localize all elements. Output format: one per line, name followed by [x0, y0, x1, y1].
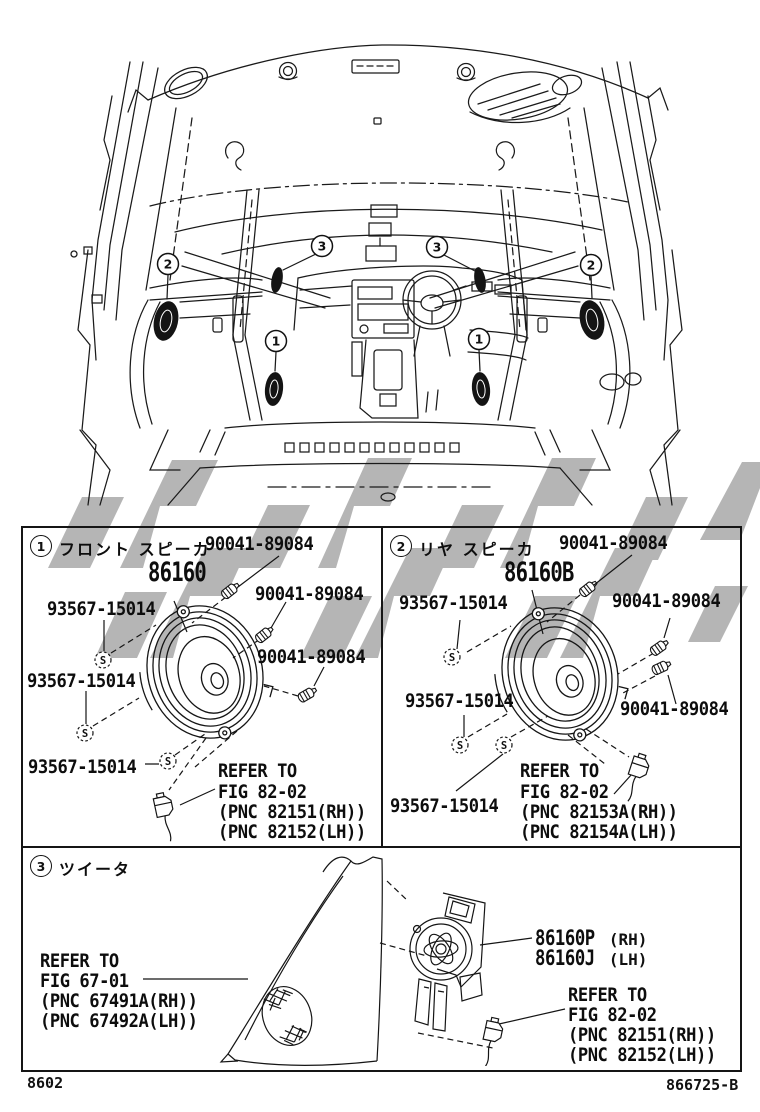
part-side: (RH)	[608, 930, 648, 949]
part-number: 90041-89084	[205, 533, 314, 555]
refer-line: FIG 82-02	[520, 781, 609, 803]
connector-icon	[151, 790, 180, 842]
part-number: 93567-15014	[390, 795, 499, 817]
part-number: 90041-89084	[559, 532, 668, 554]
part-number: 86160P	[535, 926, 595, 950]
section-1-title: フロント スピーカ	[59, 540, 211, 559]
part-number: 93567-15014	[27, 670, 136, 692]
callout-2-right: 2	[579, 253, 603, 277]
refer-line: (PNC 82152(LH))	[218, 821, 366, 843]
main-part-number: 86160	[148, 557, 207, 588]
refer-line: (PNC 82151(RH))	[218, 801, 366, 823]
refer-line: FIG 67-01	[40, 970, 129, 992]
screw-marker	[495, 736, 513, 754]
refer-line: (PNC 67492A(LH))	[40, 1010, 198, 1032]
vehicle-interior-drawing: 2 2 3 3 1 1	[70, 44, 683, 506]
section-3-callout-badge: 3	[30, 855, 52, 877]
figure-code: 866725-B	[666, 1076, 739, 1094]
refer-line: REFER TO	[40, 950, 119, 972]
section-2-callout-badge: 2	[390, 535, 412, 557]
refer-line: REFER TO	[218, 760, 297, 782]
svg-text:2: 2	[164, 257, 173, 272]
tweeter-part-lh: 86160J (LH)	[535, 946, 647, 970]
screw-marker	[94, 651, 112, 669]
refer-line: REFER TO	[568, 984, 647, 1006]
callout-1-right: 1	[467, 327, 491, 351]
screw-marker	[451, 736, 469, 754]
tweeter-section: 3 ツイータ REFER TO FIG 67-01 (PNC 67491A(RH…	[21, 846, 742, 1072]
part-number: 90041-89084	[255, 583, 364, 605]
front-speaker-drawing	[76, 555, 325, 842]
refer-line: FIG 82-02	[218, 781, 307, 803]
tweeter-part-rh: 86160P (RH)	[535, 926, 647, 950]
callout-3-right: 3	[425, 235, 449, 259]
refer-line: REFER TO	[520, 760, 599, 782]
part-number: 93567-15014	[399, 592, 508, 614]
connector-icon	[619, 751, 653, 805]
part-number: 93567-15014	[47, 598, 156, 620]
page-code: 8602	[27, 1074, 64, 1092]
tweeter-drawing	[143, 856, 566, 1066]
main-part-number: 86160B	[504, 557, 574, 588]
screw-marker	[159, 752, 177, 770]
part-side: (LH)	[608, 950, 648, 969]
rear-speaker-drawing	[443, 554, 677, 805]
screw-marker	[443, 648, 461, 666]
part-number: 86160J	[535, 946, 595, 970]
refer-line: (PNC 82154A(LH))	[520, 821, 678, 843]
section-2-title: リヤ スピーカ	[419, 540, 535, 559]
refer-line: FIG 82-02	[568, 1004, 657, 1026]
part-number: 90041-89084	[612, 590, 721, 612]
refer-line: (PNC 67491A(RH))	[40, 990, 198, 1012]
rear-speaker-section: 2 リヤ スピーカ 90041-89084 86160B 93567-15014…	[381, 526, 742, 848]
svg-text:3: 3	[433, 240, 442, 255]
callout-3-left: 3	[310, 234, 334, 258]
callout-1-left: 1	[264, 329, 288, 353]
refer-line: (PNC 82152(LH))	[568, 1044, 716, 1066]
svg-text:2: 2	[587, 258, 596, 273]
screw-marker	[76, 724, 94, 742]
vehicle-callouts: 2 2 3 3 1 1	[156, 234, 603, 353]
front-speaker-section: 1 フロント スピーカ 90041-89084 86160 90041-8908…	[21, 526, 383, 848]
part-number: 93567-15014	[28, 756, 137, 778]
section-3-title: ツイータ	[59, 860, 132, 879]
callout-2-left: 2	[156, 252, 180, 276]
refer-line: (PNC 82153A(RH))	[520, 801, 678, 823]
refer-line: (PNC 82151(RH))	[568, 1024, 716, 1046]
part-number: 90041-89084	[257, 646, 366, 668]
part-number: 90041-89084	[620, 698, 729, 720]
section-1-callout-badge: 1	[30, 535, 52, 557]
svg-text:3: 3	[318, 239, 327, 254]
svg-text:1: 1	[475, 332, 484, 347]
svg-text:1: 1	[272, 334, 281, 349]
part-number: 93567-15014	[405, 690, 514, 712]
